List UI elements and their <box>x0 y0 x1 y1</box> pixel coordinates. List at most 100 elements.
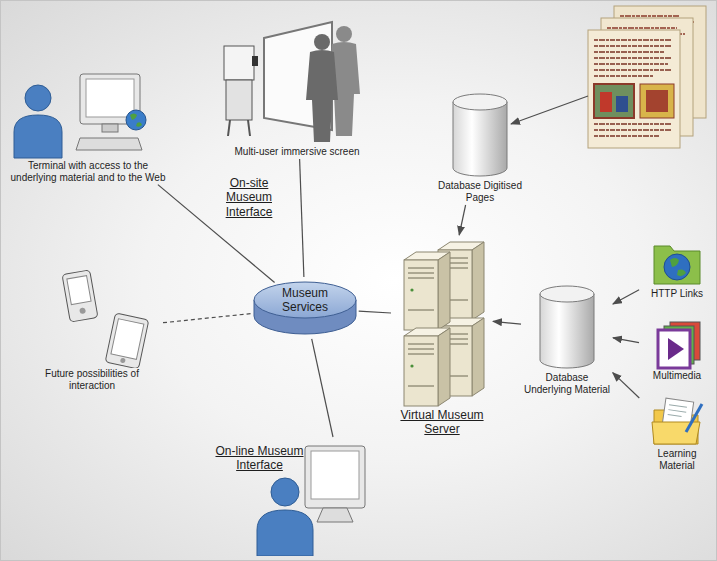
node-label: HTTP Links <box>640 288 714 300</box>
illustration-part <box>76 138 142 150</box>
illustration-part <box>410 288 413 291</box>
illustration-part <box>228 120 250 136</box>
text-group: Virtual Museum Server <box>392 408 492 437</box>
illustration-part <box>438 328 450 406</box>
text-group: Multimedia <box>640 370 714 382</box>
interface-label: On-site Museum Interface <box>206 176 292 219</box>
illustration-part <box>252 56 258 66</box>
text-group: Future possibilities of interaction <box>35 368 150 392</box>
illustration-part <box>224 46 254 80</box>
illustration-part <box>670 258 686 276</box>
node-label: Museum Services <box>272 286 338 315</box>
illustration-part <box>600 92 612 112</box>
connector-line <box>359 311 391 313</box>
links-icon-node: HTTP Links <box>640 238 714 300</box>
illustration-part <box>453 102 507 176</box>
illustration-part <box>336 26 352 42</box>
illustration-part <box>472 242 484 320</box>
illustration-part <box>317 508 353 522</box>
illustration-part <box>540 294 594 368</box>
node-label: Learning Material <box>640 448 714 472</box>
node-label: Virtual Museum Server <box>392 408 492 437</box>
illustration-part <box>686 404 702 432</box>
connector-line <box>312 339 333 437</box>
terminal-icon <box>8 68 168 160</box>
terminal-node: Terminal with access to the underlying m… <box>8 68 168 184</box>
illustration-part <box>453 94 507 110</box>
illustration-part <box>658 330 690 368</box>
illustration-part <box>511 96 588 124</box>
db-icon <box>522 284 612 372</box>
illustration-part <box>67 276 91 305</box>
screen-node: Multi-user immersive screen <box>212 18 382 158</box>
db-icon <box>438 92 522 180</box>
node-label: Multi-user immersive screen <box>212 146 382 158</box>
connector-line <box>459 205 465 235</box>
illustration-part <box>438 252 450 330</box>
illustration-part <box>79 307 86 314</box>
text-group: On-line Museum Interface <box>207 444 312 473</box>
future-icon <box>22 268 162 368</box>
node-label: Database Underlying Material <box>522 372 612 396</box>
illustration-part <box>404 260 438 330</box>
illustration-part <box>306 50 338 142</box>
services-disc: Museum Services <box>252 278 358 338</box>
node-label: Database Digitised Pages <box>438 180 522 204</box>
server-icon <box>392 236 492 408</box>
illustration-part <box>408 268 434 310</box>
illustration-part <box>646 90 668 112</box>
node-label: On-line Museum Interface <box>207 444 312 473</box>
text-group: Database Digitised Pages <box>438 180 522 204</box>
illustration-part <box>472 318 484 396</box>
illustration-part <box>105 313 149 368</box>
connector-line <box>613 338 639 343</box>
node-label: Terminal with access to the underlying m… <box>8 160 168 184</box>
illustration-part <box>664 254 690 280</box>
text-group: Database Underlying Material <box>522 372 612 396</box>
online-user-node: On-line Museum Interface <box>205 438 370 556</box>
text-group: HTTP Links <box>640 288 714 300</box>
illustration-part <box>271 478 299 506</box>
screen-icon <box>212 18 382 146</box>
http-icon <box>640 238 714 288</box>
illustration-part <box>588 30 680 148</box>
database-node: Database Digitised Pages <box>438 92 522 204</box>
illustration-part <box>14 115 62 158</box>
illustration-part <box>102 124 118 132</box>
illustration-part <box>640 84 674 118</box>
database-node: Database Underlying Material <box>522 284 612 396</box>
illustration-part <box>616 96 628 112</box>
illustration-part <box>254 282 356 318</box>
mm-icon <box>640 318 714 370</box>
connector-line <box>613 290 639 304</box>
text-group: Multi-user immersive screen <box>212 146 382 158</box>
text-group: Learning Material <box>640 448 714 472</box>
connector-line <box>163 314 252 323</box>
illustration-part <box>668 338 684 360</box>
illustration-part <box>540 286 594 302</box>
multimedia-icon-node: Multimedia <box>640 318 714 382</box>
illustration-part <box>226 80 252 120</box>
illustration-part <box>62 270 98 322</box>
illustration-part <box>111 319 144 360</box>
connector-line <box>300 159 304 277</box>
illustration-part <box>594 84 634 118</box>
node-label: Multimedia <box>640 370 714 382</box>
node-label: Future possibilities of interaction <box>35 368 150 392</box>
illustration-part <box>410 364 413 367</box>
illustration-part <box>408 344 434 386</box>
illustration-part <box>257 510 313 556</box>
text-group: Museum Services <box>272 282 338 318</box>
illustration-part <box>86 79 134 117</box>
illustration-part <box>305 446 365 508</box>
illustration-part <box>25 85 51 111</box>
connector-line <box>613 373 640 398</box>
illustration-part <box>652 422 700 444</box>
illustration-part <box>668 405 687 417</box>
illustration-part <box>654 246 700 284</box>
illustration-part <box>311 451 359 499</box>
illustration-part <box>120 358 126 364</box>
illustration-part <box>314 34 330 50</box>
connector-line <box>493 321 521 324</box>
